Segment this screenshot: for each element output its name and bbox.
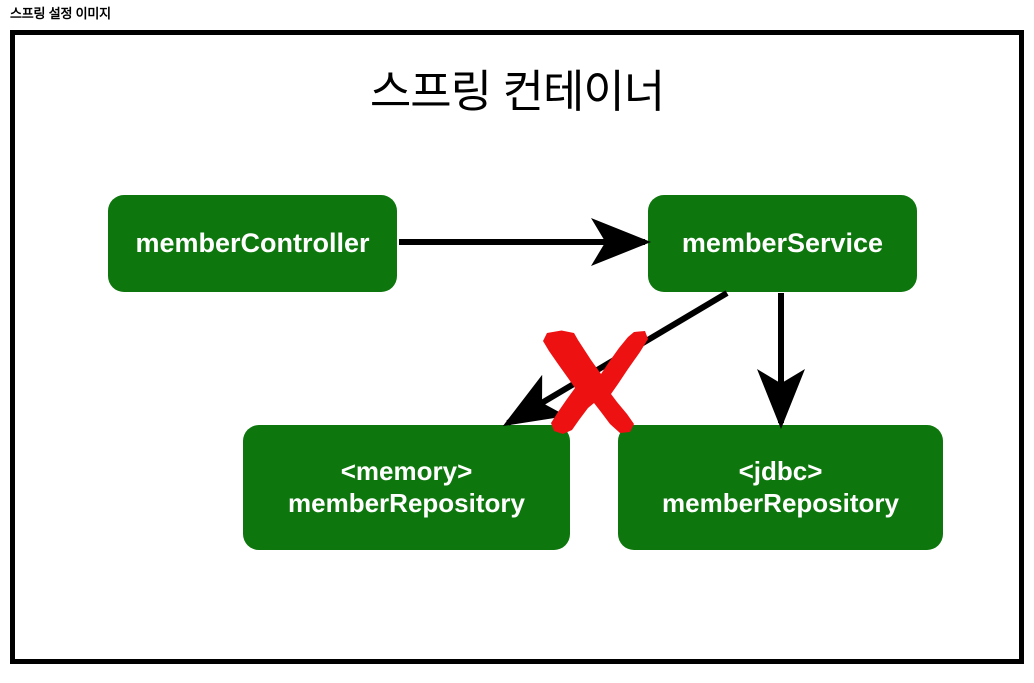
spring-container-frame: 스프링 컨테이너 [10, 30, 1024, 664]
bean-label-line1: <jdbc> [738, 455, 823, 486]
bean-memory-member-repository[interactable]: <memory> memberRepository [243, 425, 570, 550]
figure-caption: 스프링 설정 이미지 [10, 6, 111, 21]
bean-label-line1: memberService [681, 228, 884, 259]
bean-member-service[interactable]: memberService [648, 195, 917, 292]
spring-container-title: 스프링 컨테이너 [369, 66, 665, 117]
bean-jdbc-member-repository[interactable]: <jdbc> memberRepository [618, 425, 943, 550]
bean-label-line1: <memory> [340, 455, 473, 486]
bean-member-controller[interactable]: memberController [108, 195, 397, 292]
bean-label-line1: memberController [135, 228, 370, 259]
bean-label-line2: memberRepository [288, 487, 525, 518]
bean-label-line2: memberRepository [662, 487, 899, 518]
